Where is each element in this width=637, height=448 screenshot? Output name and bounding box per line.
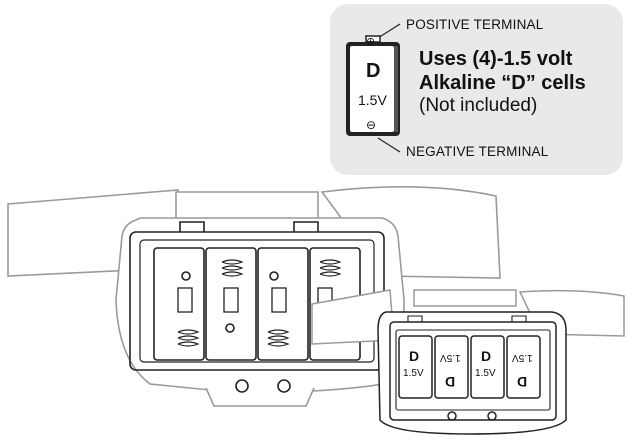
light-fixture-housing — [7, 186, 501, 407]
spring-contact — [221, 259, 244, 277]
battery-voltage: 1.5V — [358, 92, 387, 108]
negative-terminal-label: NEGATIVE TERMINAL — [406, 144, 549, 159]
not-included-note: (Not included) — [419, 95, 538, 116]
battery-bay — [153, 247, 205, 361]
housing-bottom-tab — [205, 387, 315, 407]
inset-cell-1 — [398, 335, 433, 399]
battery-requirement-line2: Alkaline “D” cells — [419, 72, 586, 94]
inset-cell-2-letter: D — [445, 374, 456, 390]
battery-bay — [257, 247, 309, 361]
inset-cell-4-letter: D — [517, 374, 528, 390]
mounting-screw — [235, 379, 249, 393]
battery-label-area — [350, 46, 394, 132]
battery-bay — [205, 247, 257, 361]
inset-cell-3-letter: D — [481, 348, 492, 364]
minus-symbol-icon: ⊖ — [366, 118, 377, 132]
inset-cell-4 — [506, 335, 541, 399]
spring-contact — [319, 259, 342, 277]
inset-cell-2 — [434, 335, 469, 399]
inset-cell-2-voltage: 1.5V — [440, 352, 461, 363]
inset-cell-4-voltage: 1.5V — [512, 352, 533, 363]
plus-symbol-icon: ⊕ — [366, 36, 376, 48]
battery-letter: D — [366, 60, 381, 82]
plus-contact — [181, 271, 191, 281]
spring-contact — [267, 329, 290, 347]
positive-terminal-label: POSITIVE TERMINAL — [406, 17, 544, 32]
inset-cell-3-voltage: 1.5V — [475, 368, 496, 379]
mounting-screw — [487, 411, 497, 421]
plus-contact — [269, 271, 279, 281]
inset-frame — [389, 321, 557, 421]
inset-cell-1-letter: D — [409, 348, 420, 364]
battery-requirement-line1: Uses (4)-1.5 volt — [419, 48, 573, 70]
mounting-screw — [277, 379, 291, 393]
right-lamp-head — [320, 186, 501, 279]
plus-contact — [225, 323, 235, 333]
mounting-screw — [447, 411, 457, 421]
housing-outer-shell — [115, 217, 405, 394]
inset-cell-3 — [470, 335, 505, 399]
inset-battery-compartment — [377, 311, 567, 435]
inset-cell-1-voltage: 1.5V — [403, 368, 424, 379]
spring-contact — [177, 329, 200, 347]
